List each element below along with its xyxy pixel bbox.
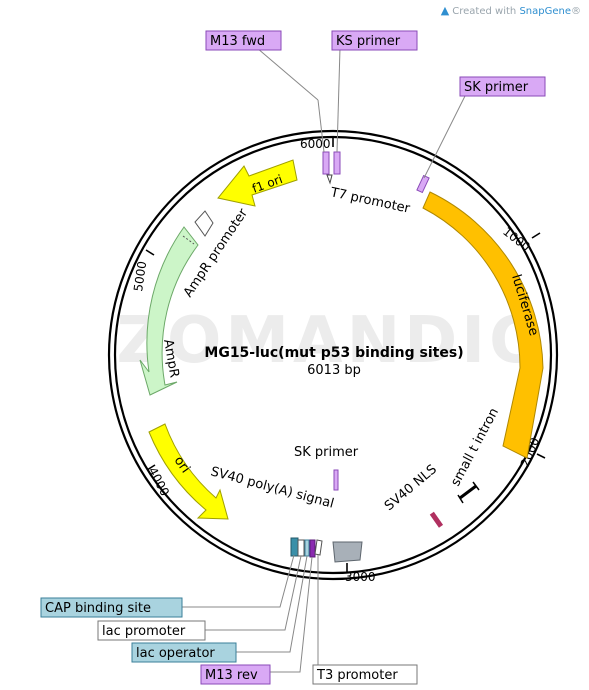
created-with-text: Created with bbox=[452, 6, 517, 17]
lac-operator-line bbox=[236, 555, 308, 653]
ampr-label: AmpR bbox=[160, 338, 182, 379]
ori-arrow bbox=[148, 423, 229, 520]
t3-promoter-box bbox=[312, 664, 418, 685]
brand-mark: ® bbox=[571, 6, 581, 17]
m13-rev-label: M13 rev bbox=[205, 668, 258, 683]
m13-fwd-line-2 bbox=[317, 99, 325, 153]
watermark-text: ZOMANDIO bbox=[117, 304, 548, 378]
t3-promoter-mark bbox=[314, 539, 323, 556]
sv40-nls-label: SV40 NLS bbox=[382, 462, 440, 514]
tick-2000 bbox=[536, 453, 546, 459]
sk-primer-inner-mark bbox=[333, 469, 339, 491]
bottom-feature-cluster bbox=[290, 537, 323, 558]
tick-label-5000: 5000 bbox=[131, 260, 149, 292]
m13-rev-line bbox=[270, 556, 313, 673]
lac-promoter-mark bbox=[297, 539, 305, 557]
sv40-polya-label: SV40 poly(A) signal bbox=[209, 464, 336, 511]
t7-promoter-mark bbox=[326, 174, 333, 185]
lac-operator-mark bbox=[304, 539, 310, 557]
sk-primer-inner-label: SK primer bbox=[294, 445, 359, 460]
backbone-outer bbox=[107, 129, 559, 581]
tick-label-3000: 3000 bbox=[345, 570, 376, 584]
ks-primer-box bbox=[331, 30, 418, 51]
tick-label-6000: 6000 bbox=[300, 137, 331, 151]
callout-lines bbox=[182, 47, 466, 673]
sk-primer-box bbox=[459, 76, 546, 97]
cap-binding-site-box bbox=[40, 597, 183, 618]
cap-binding-mark bbox=[290, 537, 299, 557]
m13-fwd-label: M13 fwd bbox=[210, 34, 265, 49]
tick-4000 bbox=[146, 464, 156, 471]
tick-marks bbox=[145, 137, 546, 573]
snapgene-credit: ▲Created with SnapGene® bbox=[441, 4, 581, 17]
lac-operator-label: lac operator bbox=[136, 646, 215, 661]
lac-promoter-line bbox=[205, 555, 302, 631]
small-t-intron-end2 bbox=[472, 481, 480, 491]
sk-primer-label: SK primer bbox=[464, 80, 529, 95]
plasmid-size: 6013 bp bbox=[307, 363, 361, 378]
m13-rev-box bbox=[200, 664, 271, 685]
ks-primer-line bbox=[336, 47, 341, 153]
m13-fwd-line bbox=[256, 47, 319, 101]
small-t-intron-label: small t intron bbox=[448, 406, 502, 489]
cap-line bbox=[182, 554, 295, 608]
tick-5000 bbox=[145, 249, 155, 256]
snapgene-brand: SnapGene bbox=[519, 6, 571, 17]
ks-primer-mark bbox=[333, 151, 341, 175]
sk-primer-line bbox=[423, 95, 466, 179]
plasmid-name: MG15-luc(mut p53 binding sites) bbox=[204, 345, 463, 361]
sk-primer-top-mark bbox=[416, 174, 430, 194]
m13-fwd-mark bbox=[322, 151, 330, 175]
m13-fwd-box bbox=[205, 30, 282, 51]
ampr-arrow bbox=[139, 226, 199, 396]
lac-operator-box bbox=[131, 642, 237, 663]
t3-promoter-label: T3 promoter bbox=[316, 668, 398, 683]
ks-primer-label: KS primer bbox=[336, 34, 401, 49]
cap-binding-site-label: CAP binding site bbox=[45, 601, 151, 616]
tick-1000 bbox=[531, 232, 541, 239]
sv40-nls-mark bbox=[429, 511, 444, 528]
snapgene-logo-icon: ▲ bbox=[440, 4, 450, 17]
callout-boxes: M13 fwd KS primer SK primer CAP binding … bbox=[40, 30, 546, 685]
small-t-intron-end1 bbox=[457, 494, 464, 504]
lac-promoter-box bbox=[97, 620, 206, 641]
m13-rev-mark bbox=[309, 539, 316, 558]
f1-ori-arrow bbox=[217, 159, 298, 207]
lac-promoter-label: lac promoter bbox=[102, 624, 186, 639]
tick-label-1000: 1000 bbox=[500, 224, 533, 254]
luciferase-arrow bbox=[422, 191, 544, 459]
t7-promoter-label: T7 promoter bbox=[328, 185, 412, 217]
sv40-polya-mark bbox=[332, 541, 363, 563]
small-t-intron-mark bbox=[459, 484, 477, 500]
ampr-promoter-arrow bbox=[194, 210, 214, 237]
